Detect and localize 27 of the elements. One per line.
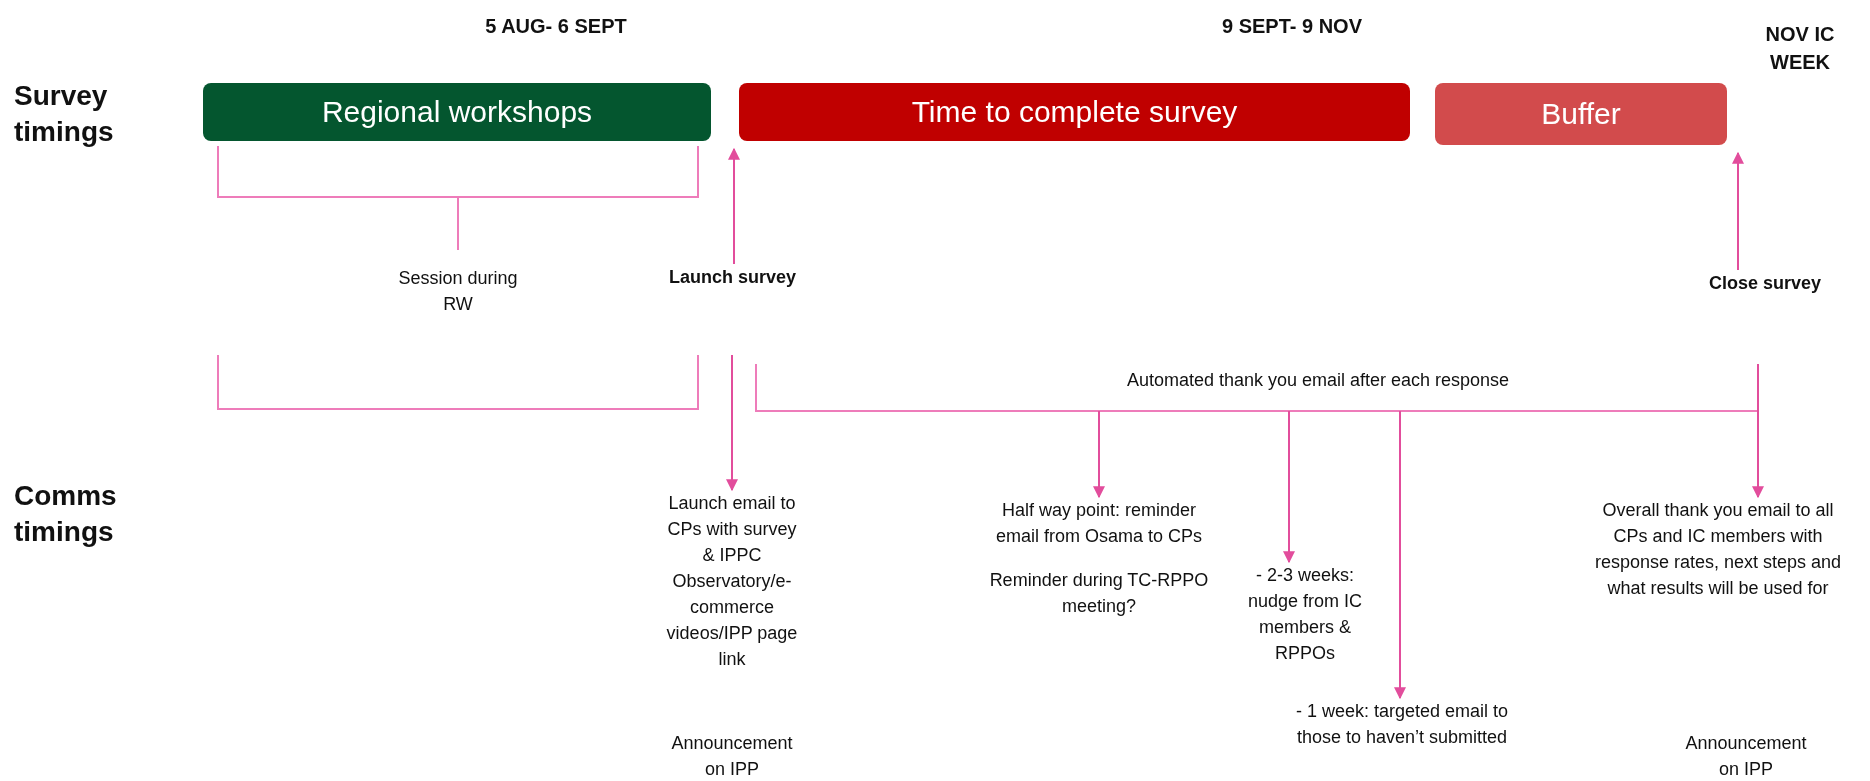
arrow bbox=[728, 147, 740, 265]
arrow bbox=[726, 354, 738, 492]
note-text: Session during RW bbox=[397, 267, 519, 316]
arrow bbox=[1394, 410, 1406, 700]
arrow bbox=[1732, 151, 1744, 271]
comms-note: Half way point: reminder email from Osama to CPs bbox=[984, 497, 1214, 549]
milestone-label: Launch survey bbox=[645, 264, 820, 290]
comms-note: - 2-3 weeks: nudge from IC members & RPPOs bbox=[1238, 562, 1372, 666]
date-range: NOV IC WEEK bbox=[1764, 22, 1836, 75]
arrow bbox=[1752, 363, 1764, 499]
note-text: Automated thank you email after each response bbox=[1125, 370, 1511, 390]
phase-bar: Regional workshops bbox=[203, 83, 711, 141]
phase-bar: Time to complete survey bbox=[739, 83, 1410, 141]
phase-bar: Buffer bbox=[1435, 83, 1727, 145]
date-range: 5 AUG- 6 SEPT bbox=[484, 14, 628, 39]
milestone-label: Close survey bbox=[1685, 270, 1845, 296]
arrow bbox=[1283, 410, 1295, 564]
comms-note: Launch email to CPs with survey & IPPC Observatory/e-commerce videos/IPP page link bbox=[664, 490, 800, 672]
arrow bbox=[1093, 410, 1105, 499]
date-range: 9 SEPT- 9 NOV bbox=[1220, 14, 1364, 39]
comms-note: - 1 week: targeted email to those to haven’t submitted bbox=[1292, 698, 1512, 750]
row-heading: Survey timings bbox=[14, 79, 115, 149]
comms-note: Overall thank you email to all CPs and IC members with response rates, next steps and what results will be used for bbox=[1586, 497, 1850, 601]
note-text: Reminder during TC-RPPO meeting? bbox=[988, 569, 1210, 618]
note-text: Announcement on IPP bbox=[1684, 732, 1808, 781]
row-heading: Comms timings bbox=[14, 479, 118, 549]
note-text: Announcement on IPP bbox=[670, 732, 794, 781]
